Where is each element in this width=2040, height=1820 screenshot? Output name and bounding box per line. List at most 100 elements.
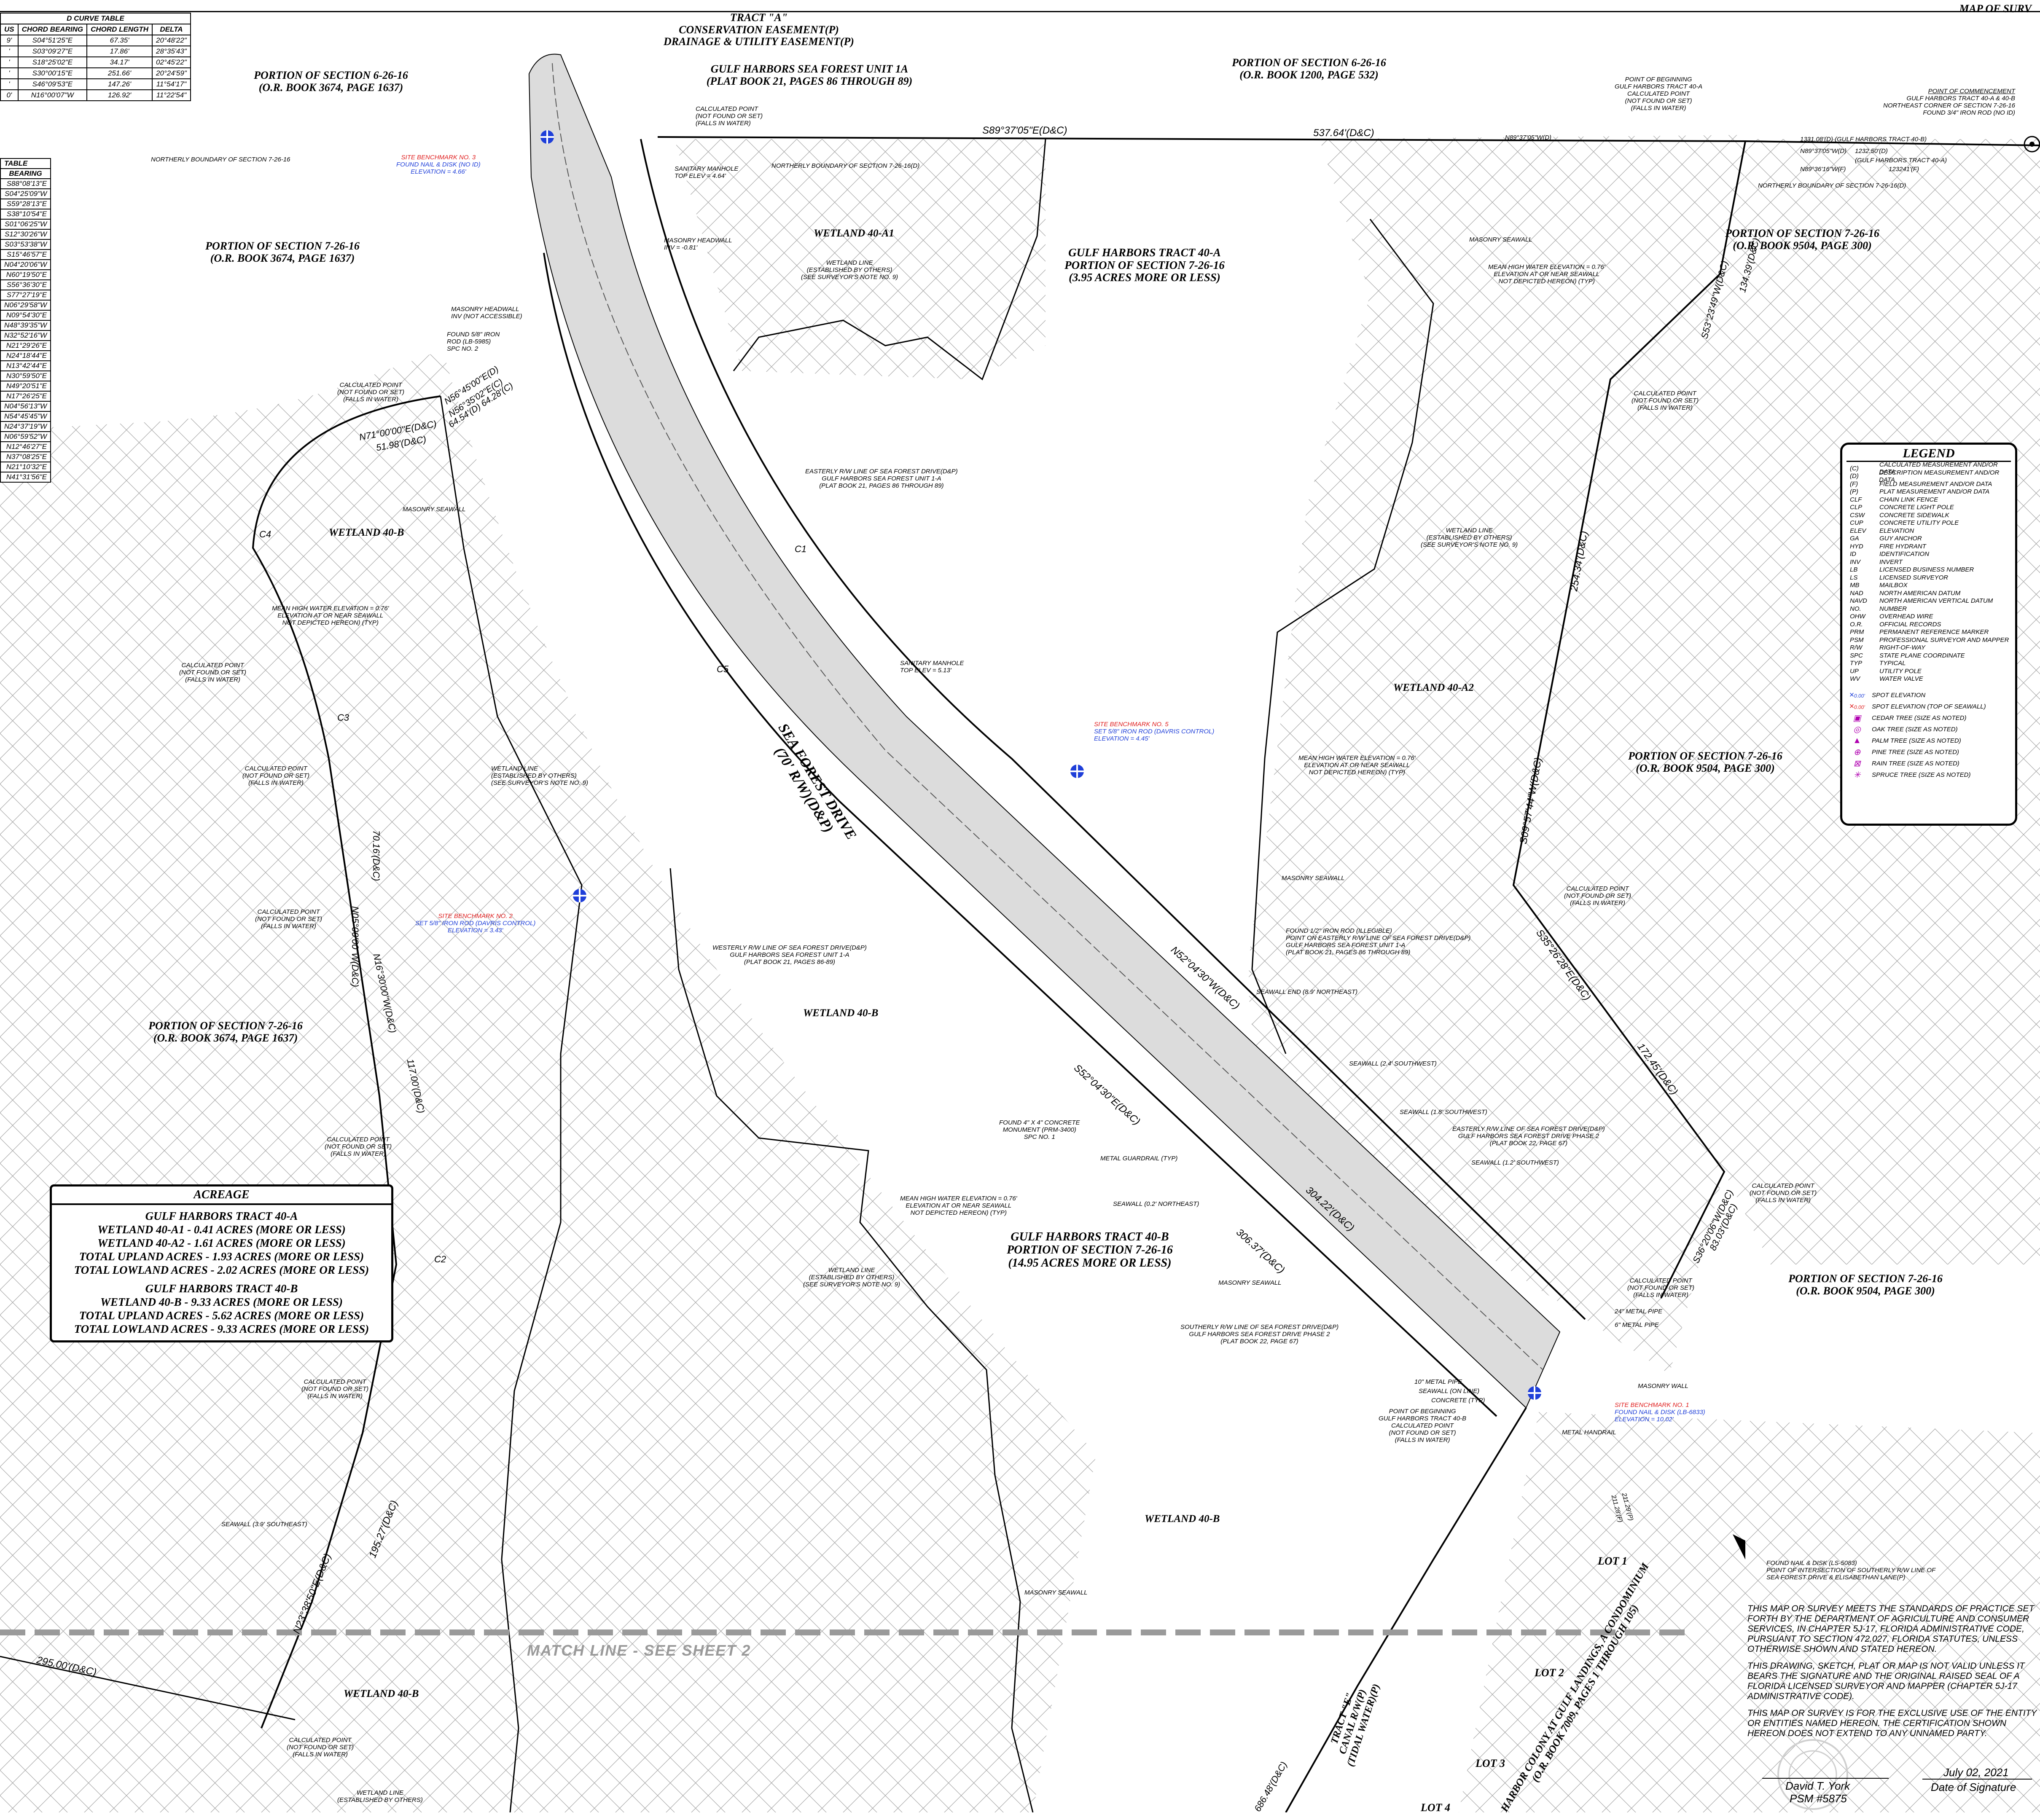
- curve-table-cell: S04°51'25"E: [17, 35, 88, 46]
- bearing-table-row: S01°06'25"W: [0, 219, 51, 230]
- lot-4-label: LOT 4: [1421, 1801, 1451, 1814]
- legend-row: (D)DESCRIPTION MEASUREMENT AND/OR DATA: [1842, 469, 2015, 483]
- legend-symbol-text: SPOT ELEVATION: [1872, 692, 1926, 699]
- calc-desc: (NOT FOUND OR SET): [255, 915, 323, 923]
- bearing-table-cell: S15°46'57"E: [0, 249, 51, 260]
- westerly-row-line: [543, 252, 1497, 1417]
- wl-est: (ESTABLISHED BY OTHERS): [1426, 534, 1512, 541]
- statement-validity: THIS DRAWING, SKETCH, PLAT OR MAP IS NOT…: [1747, 1661, 2025, 1701]
- legend-row: (F)FIELD MEASUREMENT AND/OR DATA: [1842, 480, 2015, 488]
- bearing-table-cell: S77°27'19"E: [0, 290, 51, 301]
- legend-symbol-text: PALM TREE (SIZE AS NOTED): [1872, 737, 1961, 744]
- legend-title: LEGEND: [1846, 446, 2011, 462]
- sanitary-manhole-note: SANITARY MANHOLE TOP ELEV = 4.64': [675, 165, 738, 180]
- benchmark-desc: FOUND NAIL & DISK (LB-6833): [1615, 1409, 1705, 1416]
- tract-acres: (14.95 ACRES MORE OR LESS): [1008, 1256, 1172, 1270]
- concrete-note: CONCRETE (TYP): [1431, 1397, 1485, 1404]
- legend-symbol-row: ◎OAK TREE (SIZE AS NOTED): [1842, 724, 2015, 735]
- legend-sample: 0.00': [1854, 704, 1865, 710]
- legend-symbol-text: CEDAR TREE (SIZE AS NOTED): [1872, 714, 1967, 722]
- mhw-desc: ELEVATION AT OR NEAR SEAWALL: [906, 1202, 1012, 1209]
- legend-meaning: FIELD MEASUREMENT AND/OR DATA: [1879, 480, 1992, 488]
- wetland-line-note: WETLAND LINE (ESTABLISHED BY OTHERS) (SE…: [803, 1267, 900, 1288]
- calc-water: (FALLS IN WATER): [261, 923, 316, 930]
- bearing-table-row: S03°53'38"W: [0, 239, 51, 250]
- metal-pipe-note: 24" METAL PIPE: [1615, 1308, 1663, 1315]
- rod-lb: ROD (LB-5985): [447, 338, 491, 345]
- row-title: EASTERLY R/W LINE OF SEA FOREST DRIVE(D&…: [805, 468, 958, 475]
- curve-c5-label: C5: [717, 664, 729, 674]
- bearing-table-row: S88°08'13"E: [0, 178, 51, 189]
- legend-abbreviation: ID: [1850, 550, 1856, 558]
- section-line-left: [0, 1656, 296, 1721]
- calculated-point-note: CALCULATED POINT (NOT FOUND OR SET) (FAL…: [1750, 1182, 1817, 1204]
- wl-title: WETLAND LINE: [828, 1267, 875, 1274]
- northerly-boundary-note: NORTHERLY BOUNDARY OF SECTION 7-26-16: [151, 156, 290, 163]
- wetland-40b-label: WETLAND 40-B: [329, 527, 404, 538]
- legend-symbol-row: ×0.00'SPOT ELEVATION: [1842, 690, 2015, 701]
- masonry-headwall-note: MASONRY HEADWALL INV (NOT ACCESSIBLE): [451, 306, 522, 320]
- rain-tree-icon: ⊠: [1853, 759, 1861, 768]
- legend-abbreviation: UP: [1850, 667, 1859, 675]
- bearing-table-row: N24°37'19"W: [0, 421, 51, 432]
- row-unit: GULF HARBORS SEA FOREST UNIT 1-A: [822, 475, 941, 482]
- manhole-elev: TOP ELEV = 5.13': [900, 667, 951, 674]
- calc-title: CALCULATED POINT: [257, 908, 320, 915]
- legend-meaning: ELEVATION: [1879, 527, 1914, 534]
- nail-title: FOUND NAIL & DISK (LS-5083): [1766, 1560, 1857, 1567]
- mhw-desc: ELEVATION AT OR NEAR SEAWALL: [1494, 271, 1600, 278]
- bearing-table-cell: S59°28'13"E: [0, 199, 51, 209]
- legend-meaning: NORTH AMERICAN DATUM: [1879, 589, 1961, 597]
- signature-date-label: Date of Signature: [1931, 1781, 2016, 1793]
- wl-title: WETLAND LINE: [491, 765, 538, 772]
- wetland-line-note: WETLAND LINE (ESTABLISHED BY OTHERS): [337, 1789, 423, 1804]
- legend-abbreviation: CLP: [1850, 504, 1863, 511]
- curve-table-header: US: [0, 24, 19, 35]
- tract-40a-label: GULF HARBORS TRACT 40-A PORTION OF SECTI…: [1054, 246, 1235, 284]
- wetland-lines-40b: [440, 396, 583, 1812]
- acreage-line: WETLAND 40-A1 - 0.41 ACRES (MORE OR LESS…: [97, 1223, 346, 1236]
- metal-handrail-note: METAL HANDRAIL: [1562, 1429, 1616, 1436]
- legend-abbreviation: WV: [1850, 675, 1860, 683]
- bearing-table-cell: N30°59'50"E: [0, 370, 51, 381]
- benchmark-1-note: SITE BENCHMARK NO. 1 FOUND NAIL & DISK (…: [1615, 1401, 1705, 1423]
- legend-symbol-text: OAK TREE (SIZE AS NOTED): [1872, 726, 1958, 733]
- legend-symbol-row: ⊠RAIN TREE (SIZE AS NOTED): [1842, 758, 2015, 769]
- lot-2-label: LOT 2: [1535, 1667, 1564, 1679]
- curve-table-cell: 251.66': [86, 67, 153, 79]
- bearing-table-cell: N09°54'30"E: [0, 310, 51, 321]
- sheet-title: MAP OF SURV: [1959, 3, 2032, 15]
- legend-meaning: OVERHEAD WIRE: [1879, 613, 1933, 620]
- calculated-point-note: CALCULATED POINT (NOT FOUND OR SET) (FAL…: [255, 908, 322, 930]
- mhw-title: MEAN HIGH WATER ELEVATION = 0.76': [900, 1195, 1017, 1202]
- bearing-table-cell: N04°56'13"W: [0, 401, 51, 412]
- portion-7-26-16-left-mid: PORTION OF SECTION 7-26-16 (O.R. BOOK 36…: [131, 1020, 320, 1044]
- signature-line: [1762, 1778, 1889, 1779]
- acreage-line: GULF HARBORS TRACT 40-A: [145, 1210, 298, 1222]
- calc-desc: (NOT FOUND OR SET): [325, 1143, 392, 1150]
- bearing-table-cell: S04°25'09"W: [0, 188, 51, 199]
- bearing-table-row: N17°26'25"E: [0, 391, 51, 402]
- calc-water: (FALLS IN WATER): [293, 1751, 348, 1758]
- curve-table-cell: 126.92': [86, 89, 153, 101]
- benchmark-title: SITE BENCHMARK NO. 1: [1615, 1401, 1689, 1409]
- metal-guardrail-note: METAL GUARDRAIL (TYP): [1100, 1155, 1178, 1162]
- found-nail-disk-note: FOUND NAIL & DISK (LS-5083) POINT OF INT…: [1766, 1560, 1935, 1581]
- benchmark-title: SITE BENCHMARK NO. 2: [438, 913, 513, 920]
- cedar-tree-icon: ▣: [1853, 714, 1861, 723]
- curve-table-cell: ': [0, 67, 19, 79]
- bearing-table-cell: N41°31'56"E: [0, 472, 51, 483]
- legend-meaning: STATE PLANE COORDINATE: [1879, 652, 1965, 659]
- phase2-easterly-note: EASTERLY R/W LINE OF SEA FOREST DRIVE(D&…: [1452, 1125, 1605, 1147]
- wetland-40a1-hatch: [675, 139, 1046, 379]
- rod-spc: SPC NO. 2: [447, 345, 478, 352]
- bearing-label: N89°37'05"W(D): [1800, 148, 1847, 155]
- calculated-point-note: CALCULATED POINT (NOT FOUND OR SET) (FAL…: [179, 662, 246, 683]
- match-line-label: MATCH LINE - SEE SHEET 2: [527, 1642, 751, 1659]
- legend-meaning: CALCULATED MEASUREMENT AND/OR DATA: [1879, 461, 1998, 476]
